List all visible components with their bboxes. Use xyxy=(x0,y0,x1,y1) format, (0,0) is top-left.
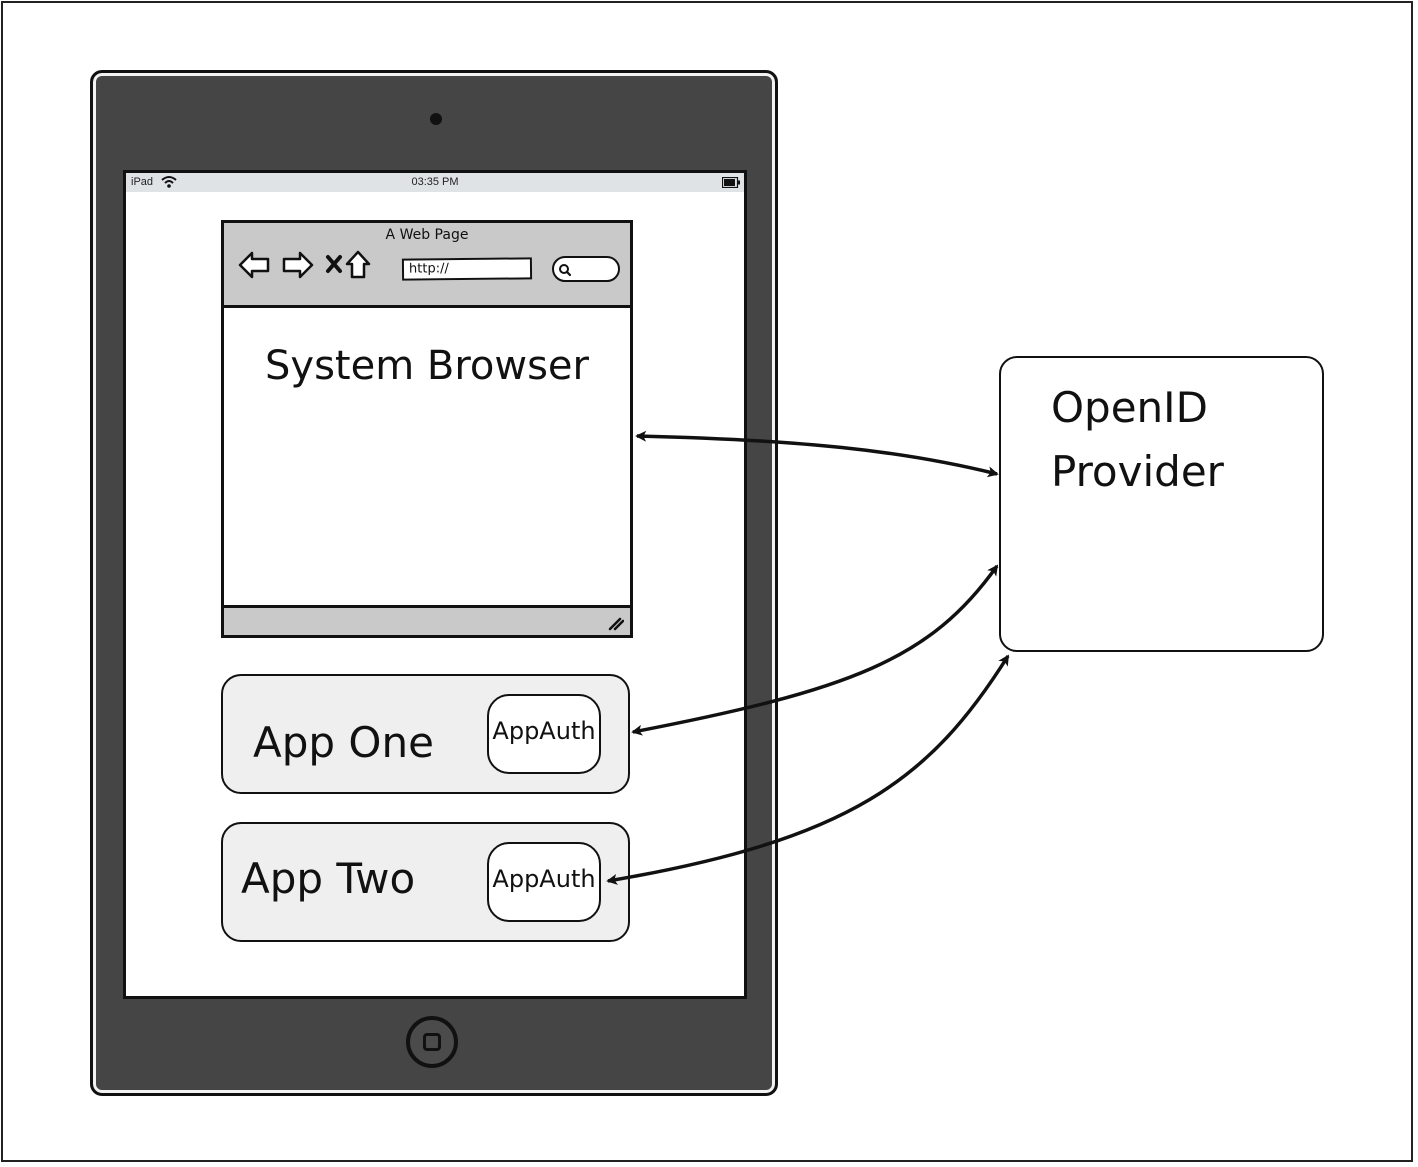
status-time: 03:35 PM xyxy=(411,176,459,188)
wifi-icon xyxy=(161,176,177,188)
browser-window-title: A Web Page xyxy=(385,227,469,243)
browser-search-field[interactable] xyxy=(552,256,620,282)
tablet-device: iPad 03:35 PM A Web Page xyxy=(90,70,778,1096)
stop-icon[interactable] xyxy=(326,255,342,273)
app-two-label: App Two xyxy=(241,854,416,903)
system-browser-window: A Web Page http:// xyxy=(221,220,633,638)
app-one-box: App One AppAuth xyxy=(221,674,630,794)
resize-grip-icon[interactable] xyxy=(606,613,624,631)
tablet-screen: iPad 03:35 PM A Web Page xyxy=(123,170,747,999)
status-bar: iPad 03:35 PM xyxy=(126,173,744,192)
app-one-appauth-chip: AppAuth xyxy=(487,694,601,774)
home-icon[interactable] xyxy=(345,250,371,279)
home-button-square xyxy=(423,1033,441,1051)
app-one-label: App One xyxy=(253,718,434,767)
browser-status-bar xyxy=(224,605,630,635)
camera-icon xyxy=(430,113,442,125)
url-field[interactable]: http:// xyxy=(401,257,533,281)
forward-arrow-icon[interactable] xyxy=(282,251,314,279)
browser-toolbar: A Web Page http:// xyxy=(224,223,630,308)
browser-nav-icons xyxy=(238,250,371,279)
search-icon xyxy=(559,264,572,277)
browser-content-title: System Browser xyxy=(265,343,589,389)
home-button[interactable] xyxy=(406,1016,458,1068)
battery-icon xyxy=(722,177,740,188)
app-two-box: App Two AppAuth xyxy=(221,822,630,942)
openid-provider-box: OpenID Provider xyxy=(999,356,1324,652)
openid-provider-label: OpenID Provider xyxy=(1051,383,1224,496)
back-arrow-icon[interactable] xyxy=(238,251,270,279)
app-two-appauth-chip: AppAuth xyxy=(487,842,601,922)
status-device-label: iPad xyxy=(131,176,154,188)
